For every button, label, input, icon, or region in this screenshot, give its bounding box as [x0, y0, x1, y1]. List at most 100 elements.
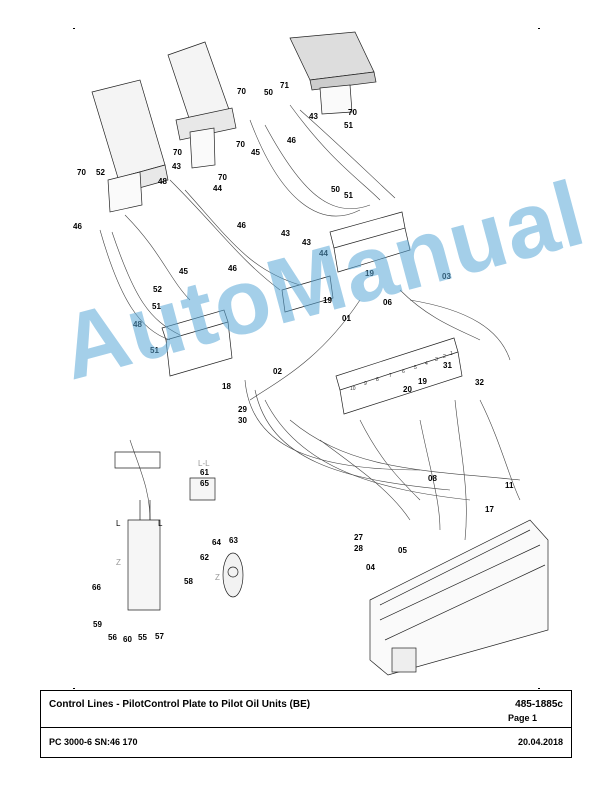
machine-model: PC 3000-6 SN:46 170 — [49, 737, 138, 747]
part-label: 46 — [237, 221, 246, 230]
part-labels: 70 71 50 43 70 51 70 45 46 70 43 70 44 4… — [73, 81, 514, 644]
port-number: 9 — [364, 381, 367, 387]
part-label: 56 — [108, 633, 117, 642]
issue-date: 20.04.2018 — [517, 737, 563, 747]
part-label: 51 — [152, 302, 161, 311]
part-label: 63 — [229, 536, 238, 545]
part-label: 06 — [383, 298, 392, 307]
part-label: 43 — [302, 238, 311, 247]
part-label: 48 — [133, 320, 142, 329]
part-label: 65 — [200, 479, 209, 488]
document-number: 485-1885c — [515, 699, 563, 710]
valve-block-upper — [329, 211, 411, 273]
part-label: 30 — [238, 416, 247, 425]
part-label: 45 — [251, 148, 260, 157]
part-label: 52 — [153, 285, 162, 294]
part-label: 52 — [96, 168, 105, 177]
part-label: 57 — [155, 632, 164, 641]
part-label: 03 — [442, 272, 451, 281]
part-label: 62 — [200, 553, 209, 562]
page-number: Page 1 — [507, 713, 537, 723]
part-label: 58 — [184, 577, 193, 586]
view-marker-z: Z — [116, 558, 121, 567]
part-label: 02 — [273, 367, 282, 376]
part-label: 60 — [123, 635, 132, 644]
valve-block-right — [335, 337, 463, 415]
part-label: 71 — [280, 81, 289, 90]
part-label: 32 — [475, 378, 484, 387]
part-label: 29 — [238, 405, 247, 414]
part-label: 11 — [505, 481, 514, 490]
pedal-right — [289, 31, 377, 115]
part-label: 48 — [158, 177, 167, 186]
part-label: 55 — [138, 633, 147, 642]
pedal-middle — [167, 41, 237, 169]
part-label: 43 — [309, 112, 318, 121]
part-label: 50 — [331, 185, 340, 194]
part-label: 44 — [319, 249, 328, 258]
port-number: 3 — [435, 357, 438, 363]
corner-tick — [538, 688, 540, 689]
corner-tick — [73, 28, 75, 29]
part-label: 70 — [173, 148, 182, 157]
port-number: 1 — [450, 351, 453, 357]
valve-block-middle — [281, 275, 334, 313]
part-label: 66 — [92, 583, 101, 592]
part-label: 43 — [172, 162, 181, 171]
part-label: 08 — [428, 474, 437, 483]
part-label: 50 — [264, 88, 273, 97]
part-label: 20 — [403, 385, 412, 394]
part-label: 70 — [236, 140, 245, 149]
part-label: 46 — [73, 222, 82, 231]
valve-block-left — [161, 309, 233, 377]
part-label: 70 — [218, 173, 227, 182]
part-label: 19 — [365, 269, 374, 278]
part-label: 19 — [323, 296, 332, 305]
part-label: 51 — [150, 346, 159, 355]
part-label: 70 — [237, 87, 246, 96]
part-label: 18 — [222, 382, 231, 391]
title-block-divider — [41, 727, 571, 728]
corner-tick — [538, 28, 540, 29]
part-label: 46 — [228, 264, 237, 273]
part-label: 31 — [443, 361, 452, 370]
detail-view-left — [114, 451, 216, 611]
port-number: 2 — [443, 354, 446, 360]
part-label: 05 — [398, 546, 407, 555]
drawing-title: Control Lines - PilotControl Plate to Pi… — [49, 699, 311, 710]
manifold-frame — [369, 519, 549, 676]
port-number: 8 — [376, 377, 379, 383]
part-label: 61 — [200, 468, 209, 477]
part-label: 01 — [342, 314, 351, 323]
port-number: 6 — [402, 369, 405, 375]
port-number: 7 — [389, 373, 392, 379]
port-number: 5 — [414, 365, 417, 371]
part-label: 59 — [93, 620, 102, 629]
part-label: 51 — [344, 121, 353, 130]
port-number: 10 — [350, 386, 356, 392]
part-label: 19 — [418, 377, 427, 386]
hydraulic-diagram: 70 71 50 43 70 51 70 45 46 70 43 70 44 4… — [73, 31, 549, 676]
part-label: 70 — [348, 108, 357, 117]
pedal-left — [91, 79, 169, 213]
part-label: 45 — [179, 267, 188, 276]
part-label: 44 — [213, 184, 222, 193]
part-label: 51 — [344, 191, 353, 200]
part-label: 43 — [281, 229, 290, 238]
part-label: 04 — [366, 563, 375, 572]
part-label: 17 — [485, 505, 494, 514]
part-label: 46 — [287, 136, 296, 145]
port-numbers: 10 9 8 7 6 5 4 3 2 1 — [350, 351, 453, 392]
port-number: 4 — [425, 361, 428, 367]
part-label: 70 — [77, 168, 86, 177]
corner-tick — [73, 688, 75, 689]
title-block: Control Lines - PilotControl Plate to Pi… — [40, 690, 572, 758]
view-marker-z: Z — [215, 573, 220, 582]
section-marker-l: L — [116, 519, 121, 528]
part-label: 27 — [354, 533, 363, 542]
section-marker-l: L — [158, 519, 163, 528]
part-label: 28 — [354, 544, 363, 553]
detail-view-z — [222, 552, 244, 598]
part-label: 64 — [212, 538, 221, 547]
section-label: L-L — [198, 459, 210, 468]
